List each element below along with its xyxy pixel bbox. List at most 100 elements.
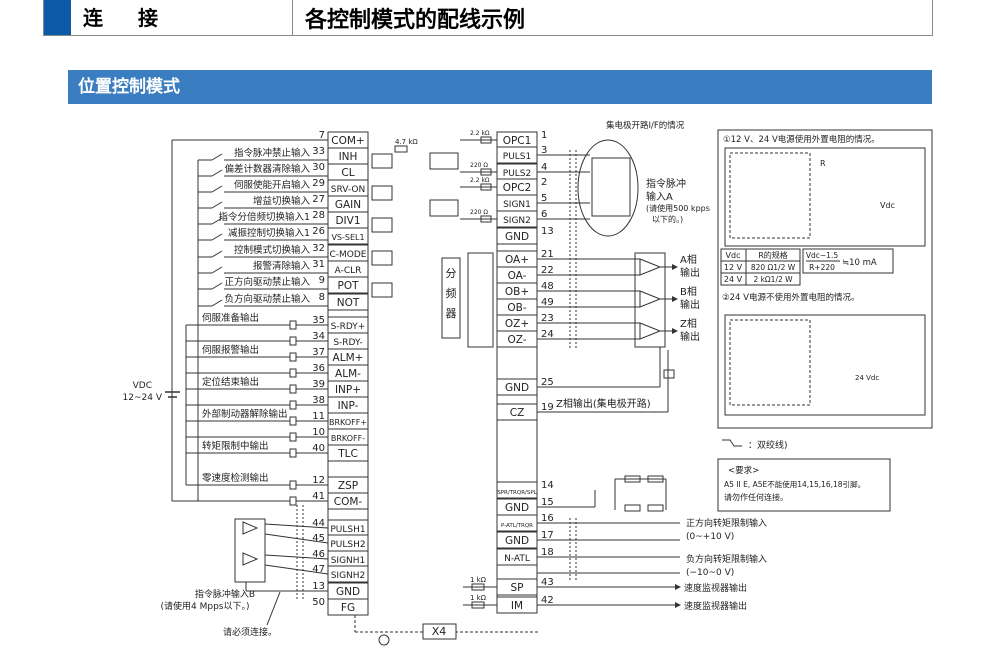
vdc-range: 12~24 V bbox=[123, 393, 163, 403]
pin-name: CL bbox=[341, 167, 354, 179]
formula-box bbox=[802, 248, 894, 274]
pin-number: 44 bbox=[312, 518, 325, 529]
output-label: 伺服报警输出 bbox=[202, 344, 259, 356]
pin-number: 8 bbox=[319, 292, 325, 303]
x4-label: X4 bbox=[432, 625, 447, 638]
x4-connector bbox=[422, 623, 457, 640]
must-connect-label: 请必须连接。 bbox=[223, 626, 277, 638]
resistor-icon bbox=[663, 369, 675, 379]
phase-output-label: 输出 bbox=[680, 298, 700, 311]
pin-name: PULS2 bbox=[503, 169, 531, 179]
pin-name: INP+ bbox=[335, 384, 361, 396]
resistor-icon bbox=[480, 215, 492, 223]
frequency-divider bbox=[441, 257, 461, 339]
pin-number: 12 bbox=[312, 475, 325, 486]
case1-driver bbox=[729, 152, 811, 239]
arrow-icon bbox=[675, 584, 681, 590]
vdc-label: Vdc bbox=[880, 201, 895, 210]
input-label: 减振控制切换输入1 bbox=[228, 227, 310, 239]
open-collector-label: 集电极开路I/F的情况 bbox=[606, 120, 685, 131]
receiver-icon bbox=[639, 258, 662, 276]
relay-coil-icon bbox=[289, 496, 297, 506]
table-cell: 24 V bbox=[724, 275, 743, 284]
header-accent bbox=[44, 0, 71, 35]
pin-number: 37 bbox=[312, 347, 325, 358]
pin-number: 25 bbox=[541, 377, 554, 388]
pin-name: GND bbox=[505, 231, 529, 243]
photocoupler-icon bbox=[371, 217, 393, 233]
pin-box bbox=[327, 293, 369, 311]
resistor-icon bbox=[471, 601, 485, 609]
pin-box bbox=[327, 492, 369, 510]
pin-number: 9 bbox=[319, 275, 325, 286]
relay-coil-icon bbox=[289, 448, 297, 458]
case1-circuit bbox=[724, 147, 926, 247]
photocoupler-icon bbox=[429, 199, 459, 217]
pin-number: 45 bbox=[312, 533, 325, 544]
pin-number: 43 bbox=[541, 577, 554, 588]
input-label: 增益切换输入 bbox=[253, 195, 311, 207]
driver-icon bbox=[242, 521, 259, 535]
pin-number: 38 bbox=[312, 395, 325, 406]
resistor-label: 4.7 kΩ bbox=[395, 138, 418, 146]
pin-number: 30 bbox=[312, 162, 325, 173]
pin-name: N-ATL bbox=[504, 554, 530, 564]
resistor-icon bbox=[647, 504, 664, 512]
r-label: R bbox=[820, 159, 826, 168]
twisted-pair-label: ：双绞线) bbox=[748, 439, 788, 451]
switch-icon bbox=[211, 217, 223, 225]
pin-number: 14 bbox=[541, 480, 554, 491]
relay-coil-icon bbox=[289, 480, 297, 490]
pin-number: 19 bbox=[541, 402, 554, 413]
resistor-label: 1 kΩ bbox=[470, 576, 487, 584]
arrow-icon bbox=[672, 264, 678, 270]
neg-torque-label: 负方向转矩限制输入 bbox=[686, 553, 767, 565]
case2-label: ②24 V电源不使用外置电阻的情况。 bbox=[722, 292, 859, 303]
pin-name: SIGN1 bbox=[503, 200, 531, 210]
line-driver-b bbox=[234, 518, 266, 583]
spec-table bbox=[720, 248, 801, 286]
requirement-line1: A5 II E, A5E不能使用14,15,16,18引脚。 bbox=[724, 479, 865, 489]
pin-name: S-RDY- bbox=[333, 338, 362, 348]
pin-number: 6 bbox=[541, 209, 547, 220]
header-title: 各控制模式的配线示例 bbox=[305, 7, 526, 33]
pin-number: 11 bbox=[312, 411, 325, 422]
pin-name: SIGNH1 bbox=[331, 556, 366, 566]
receiver-icon bbox=[639, 322, 662, 340]
pin-name: OZ+ bbox=[505, 318, 529, 330]
input-label: 偏差计数器清除输入 bbox=[224, 163, 310, 175]
requirement-title: <要求> bbox=[728, 465, 759, 476]
pin-name: GND bbox=[505, 502, 529, 514]
pin-name: CZ bbox=[510, 407, 525, 419]
pin-name: DIV1 bbox=[335, 215, 360, 227]
vdc-label: VDC bbox=[133, 381, 152, 391]
pin-name: OPC2 bbox=[503, 182, 532, 194]
requirement-box bbox=[717, 458, 891, 512]
arrow-icon bbox=[672, 296, 678, 302]
formula-numerator: Vdc−1.5 bbox=[806, 251, 838, 260]
pulse-a-label: 指令脉冲 bbox=[646, 177, 686, 190]
pin-name: SPR/TRQR/SPL bbox=[497, 490, 537, 496]
pin-name: POT bbox=[337, 280, 359, 292]
output-label: 定位结束输出 bbox=[202, 376, 259, 388]
switch-icon bbox=[211, 266, 223, 274]
pin-number: 17 bbox=[541, 530, 554, 541]
pin-name: GND bbox=[505, 535, 529, 547]
relay-coil-icon bbox=[289, 336, 297, 346]
divider-char: 频 bbox=[446, 286, 457, 300]
photocoupler-icon bbox=[371, 282, 393, 298]
pin-name: S-RDY+ bbox=[331, 322, 366, 332]
pin-number: 34 bbox=[312, 331, 325, 342]
pin-number: 10 bbox=[312, 427, 325, 438]
pin-name: FG bbox=[341, 602, 355, 614]
pin-name: NOT bbox=[337, 297, 360, 309]
table-cell: 2 kΩ1/2 W bbox=[753, 275, 793, 284]
pin-number: 23 bbox=[541, 313, 554, 324]
photocoupler-icon bbox=[371, 185, 393, 201]
output-label: 伺服准备输出 bbox=[202, 312, 259, 324]
open-collector-highlight bbox=[577, 139, 639, 237]
pin-name: BRKOFF+ bbox=[329, 418, 367, 427]
pulse-a-note-2: 以下的。) bbox=[652, 214, 683, 224]
pin-number: 27 bbox=[312, 194, 325, 205]
